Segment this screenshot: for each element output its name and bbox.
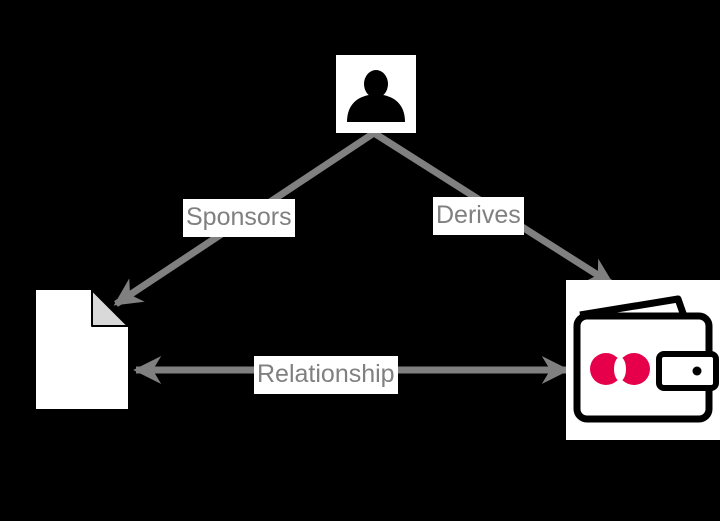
- document-icon: [36, 289, 129, 409]
- person-icon: [347, 70, 405, 122]
- relationship-label: Relationship: [254, 356, 398, 394]
- brand-logo-icon: [590, 353, 650, 385]
- user-node: [336, 55, 416, 133]
- wallet-node: [566, 280, 720, 440]
- sponsors-label: Sponsors: [183, 199, 295, 237]
- derives-label: Derives: [433, 197, 524, 235]
- document-node: [36, 289, 129, 409]
- wallet-icon: [573, 295, 719, 423]
